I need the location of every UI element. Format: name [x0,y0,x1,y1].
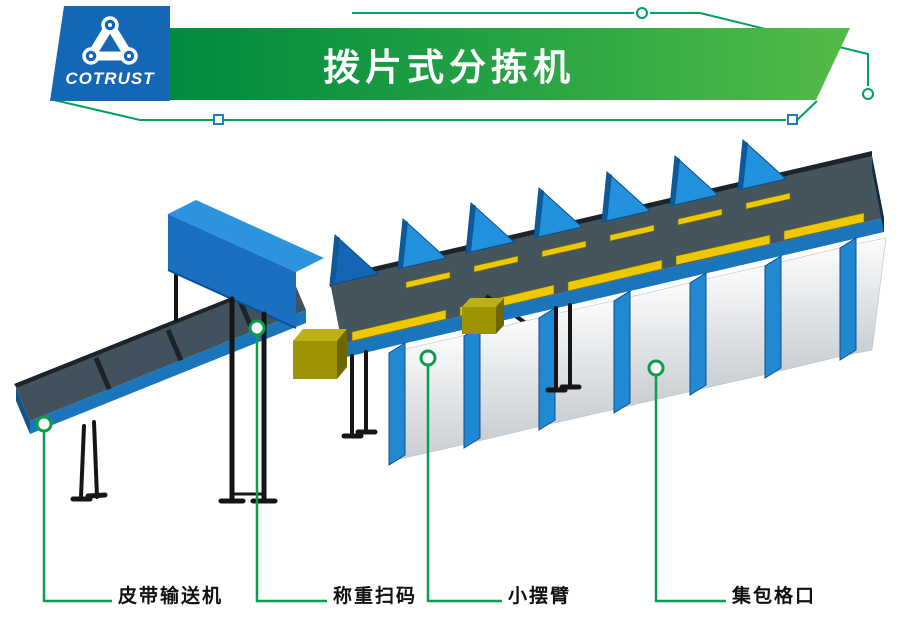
paddle-fin [669,154,720,207]
callout-line [654,375,726,603]
header-banner: 拨片式分拣机 [168,28,850,100]
parcel-box [293,329,347,379]
gantry-legs [218,296,278,504]
sorter-belt-surface [330,156,884,344]
sorter-conveyor [329,138,887,466]
page-title: 拨片式分拣机 [323,47,575,88]
paddle-fin [737,138,788,191]
callout-line [42,431,112,603]
callout-label-belt-conveyor: 皮带输送机 [118,586,224,607]
callout-marker [35,415,53,433]
parcel-boxes [293,298,504,379]
callout-label-chute: 集包格口 [732,586,817,607]
paddle-fin [397,217,448,270]
parcel-box [462,298,504,334]
chute-dividers [388,237,857,466]
callouts [35,319,726,603]
callout-marker [419,349,437,367]
callout-marker [647,359,665,377]
sorter-end-cap [872,156,884,232]
paddle-arms [405,192,791,289]
callout-label-paddle-arm: 小摆臂 [508,586,572,607]
conveyor-legs [70,420,108,502]
callout-line [426,365,502,603]
conveyor-end-cap [16,388,30,434]
logo-box: COTRUST [50,6,170,101]
scanner-gantry [167,200,324,504]
collection-chutes [388,237,887,466]
paddle-fin [601,170,652,223]
paddle-fin [465,201,516,254]
cotrust-logo-icon [82,16,138,65]
callout-line [255,335,327,603]
paddle-fin [533,186,584,239]
conveyor-frame [30,310,306,434]
sorter-legs [341,303,582,439]
gantry-beam-top [168,200,324,272]
gantry-beam-front [168,214,296,328]
brand-name: COTRUST [65,69,155,88]
callout-marker [248,319,266,337]
callout-label-scanner: 称重扫码 [333,586,418,607]
paddle-fin [329,233,380,286]
